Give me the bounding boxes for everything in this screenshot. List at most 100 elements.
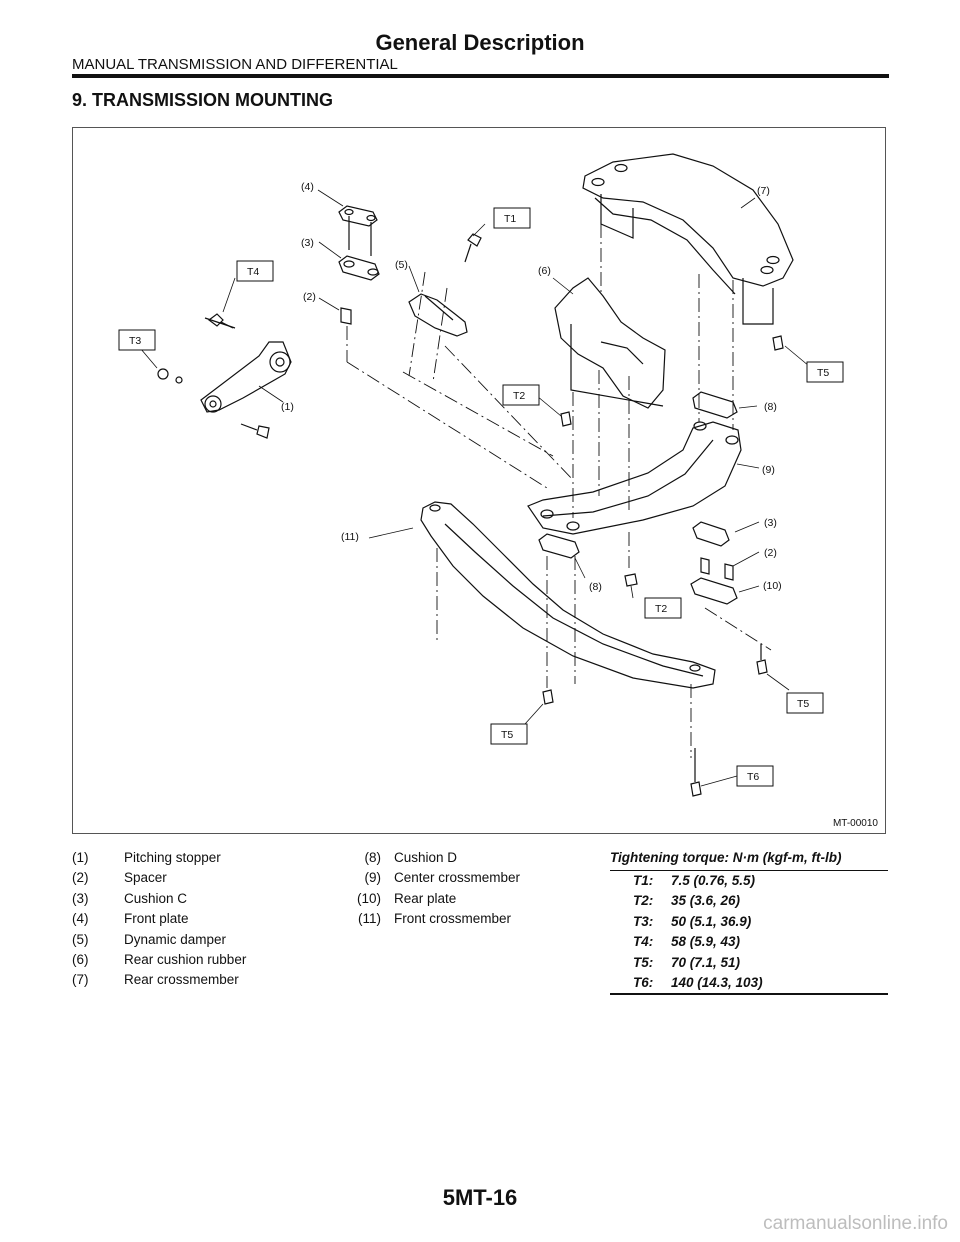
front-crossmember-drawing bbox=[420, 501, 716, 689]
tag-t4: T4 bbox=[247, 266, 259, 278]
legend-name: Rear plate bbox=[394, 890, 457, 906]
torque-value: 58 (5.9, 43) bbox=[671, 934, 741, 950]
callout-6: (6) bbox=[538, 265, 551, 277]
legend-item: (1) Pitching stopper bbox=[72, 848, 246, 868]
callout-3: (3) bbox=[301, 237, 314, 249]
legend-item: (6) Rear cushion rubber bbox=[72, 950, 246, 970]
tag-t1-box bbox=[493, 207, 531, 229]
torque-row: T6:140 (14.3, 103) bbox=[610, 973, 888, 996]
torque-heading: Tightening torque: N·m (kgf-m, ft-lb) bbox=[610, 848, 888, 871]
rear-cushion-rubber-drawing bbox=[554, 277, 666, 409]
torque-value: 7.5 (0.76, 5.5) bbox=[671, 873, 756, 888]
tag-t3-box bbox=[118, 329, 156, 351]
tag-t4-box bbox=[236, 260, 274, 282]
callout-10: (10) bbox=[763, 580, 782, 592]
legend-name: Rear crossmember bbox=[124, 972, 239, 988]
torque-value: 35 (3.6, 26) bbox=[671, 893, 741, 909]
legend-number: (11) bbox=[357, 911, 381, 927]
rear-crossmember-drawing bbox=[582, 153, 794, 325]
callout-2: (2) bbox=[303, 291, 316, 303]
legend-item: (8) Cushion D bbox=[336, 848, 520, 868]
torque-value: 70 (7.1, 51) bbox=[671, 954, 741, 970]
torque-table: Tightening torque: N·m (kgf-m, ft-lb) T1… bbox=[610, 848, 888, 996]
callout-3-right: (3) bbox=[764, 517, 777, 529]
legend-number: (7) bbox=[72, 972, 89, 988]
legend-number: (6) bbox=[72, 951, 89, 967]
center-crossmember-drawing bbox=[527, 421, 742, 535]
legend-number: (10) bbox=[356, 890, 381, 906]
torque-code: T1: bbox=[633, 873, 654, 888]
legend-item: (4) Front plate bbox=[72, 909, 246, 929]
legend-name: Spacer bbox=[124, 870, 167, 886]
legend-number: (8) bbox=[364, 850, 382, 865]
callout-2-right: (2) bbox=[764, 547, 777, 559]
callout-5: (5) bbox=[395, 259, 408, 271]
legend-name: Cushion D bbox=[394, 850, 458, 865]
tag-t5c: T5 bbox=[501, 729, 513, 741]
tag-t2a-box bbox=[502, 384, 540, 406]
legend-name: Center crossmember bbox=[394, 870, 521, 886]
callout-1: (1) bbox=[281, 401, 294, 413]
legend-item: (11) Front crossmember bbox=[336, 909, 520, 929]
legend-name: Front plate bbox=[124, 911, 189, 927]
tag-t2b: T2 bbox=[655, 603, 667, 615]
legend-number: (9) bbox=[364, 870, 382, 886]
tag-t2a: T2 bbox=[513, 390, 525, 402]
torque-row: T4: 58 (5.9, 43) bbox=[610, 932, 888, 952]
legend-item: (3) Cushion C bbox=[72, 889, 246, 909]
tag-t5c-box bbox=[490, 723, 528, 745]
assembly-lines bbox=[346, 224, 772, 758]
tag-t6-box bbox=[736, 765, 774, 787]
exploded-view-drawing: (4) (3) (2) (5) (6) (7) (1) (8) (9) (3) … bbox=[118, 153, 844, 797]
tag-t1: T1 bbox=[504, 213, 516, 225]
tag-t5a: T5 bbox=[817, 367, 829, 379]
legend-name: Dynamic damper bbox=[124, 931, 227, 947]
legend-name: Rear cushion rubber bbox=[124, 951, 247, 967]
torque-value: 140 (14.3, 103) bbox=[671, 974, 763, 990]
tag-t2b-box bbox=[644, 597, 682, 619]
legend-name: Cushion C bbox=[124, 890, 188, 906]
section-name: MANUAL TRANSMISSION AND DIFFERENTIAL bbox=[72, 56, 398, 73]
legend-number: (5) bbox=[72, 931, 89, 947]
tag-t5a-box bbox=[806, 361, 844, 383]
legend-number: (2) bbox=[72, 870, 89, 886]
legend-middle: (8) Cushion D (9) Center crossmember (10) R… bbox=[336, 848, 520, 930]
torque-row: T2: 35 (3.6, 26) bbox=[610, 891, 888, 911]
legend-name: Front crossmember bbox=[394, 911, 512, 927]
legend-number: (4) bbox=[72, 911, 89, 927]
legend-number: (3) bbox=[72, 890, 89, 906]
legend-left: (1) Pitching stopper (2) Spacer (3) Cushion… bbox=[72, 848, 246, 991]
torque-code: T2: bbox=[633, 893, 654, 909]
watermark: carmanualsonline.info bbox=[763, 1213, 948, 1234]
torque-code: T5: bbox=[633, 954, 654, 970]
torque-row: T3:50 (5.1, 36.9) bbox=[610, 912, 888, 932]
front-plate-drawing bbox=[338, 205, 380, 325]
callout-8: (8) bbox=[764, 401, 777, 413]
tag-t3: T3 bbox=[129, 335, 141, 347]
fastener-drawings bbox=[157, 233, 784, 797]
tag-t6: T6 bbox=[747, 771, 759, 783]
header-rule bbox=[72, 74, 889, 78]
figure-id: MT-00010 bbox=[832, 818, 878, 829]
tag-t5b: T5 bbox=[797, 698, 809, 710]
torque-code: T4: bbox=[633, 934, 654, 950]
callout-7: (7) bbox=[757, 185, 770, 197]
callout-8-lower: (8) bbox=[589, 581, 602, 593]
legend-name: Pitching stopper bbox=[124, 850, 221, 865]
legend-item: (7) Rear crossmember bbox=[72, 970, 246, 990]
legend-item: (9) Center crossmember bbox=[336, 868, 521, 888]
callout-9: (9) bbox=[762, 464, 775, 476]
callout-11: (11) bbox=[341, 531, 359, 543]
page-title: General Description bbox=[375, 30, 585, 55]
legend-item: (5) Dynamic damper bbox=[72, 930, 246, 950]
callout-4: (4) bbox=[301, 181, 314, 193]
legend-item: (10) Rear plate bbox=[336, 889, 520, 909]
legend-item: (2) Spacer bbox=[72, 868, 246, 888]
torque-row: T5: 70 (7.1, 51) bbox=[610, 953, 888, 973]
section-heading: 9. TRANSMISSION MOUNTING bbox=[72, 90, 334, 110]
torque-value: 50 (5.1, 36.9) bbox=[671, 913, 752, 929]
leader-lines bbox=[134, 189, 810, 787]
legend-number: (1) bbox=[72, 850, 89, 865]
tag-t5b-box bbox=[786, 692, 824, 714]
dynamic-damper-drawing bbox=[408, 293, 468, 337]
